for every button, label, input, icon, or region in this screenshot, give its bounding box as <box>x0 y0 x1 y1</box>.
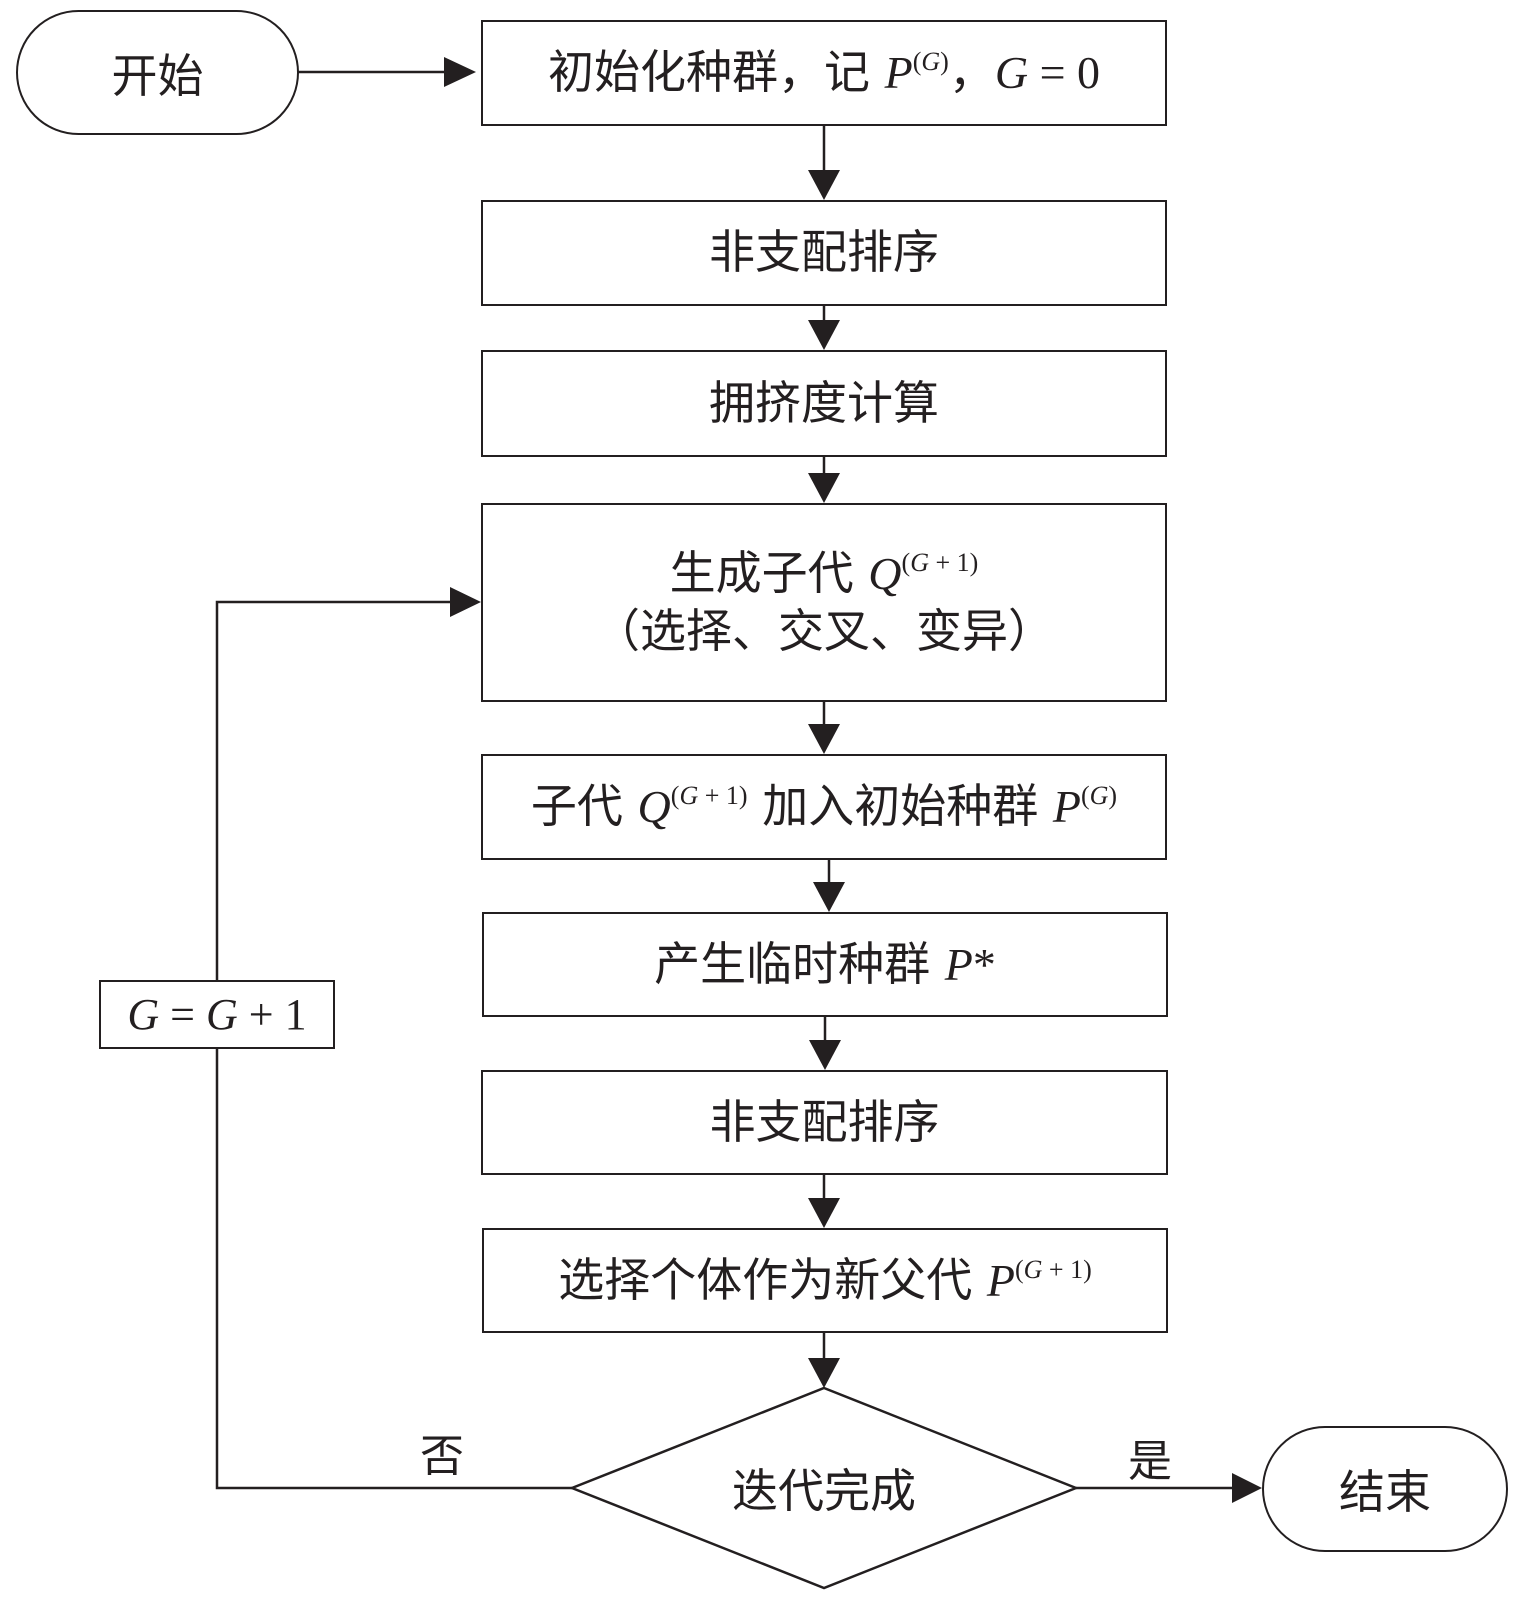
generate-offspring-line1: 生成子代 Q(G + 1) <box>669 546 979 600</box>
merge-offspring-box: 子代 Q(G + 1) 加入初始种群 P(G) <box>481 754 1167 860</box>
non-dominated-sort-label: 非支配排序 <box>709 225 939 280</box>
generate-offspring-box: 生成子代 Q(G + 1) （选择、交叉、变异） <box>481 503 1167 702</box>
init-population-box: 初始化种群，记 P(G)，G = 0 <box>481 20 1167 126</box>
decision-diamond <box>568 1386 1080 1590</box>
start-label: 开始 <box>111 48 204 103</box>
decision-label: 迭代完成 <box>732 1464 916 1518</box>
select-new-parents-box: 选择个体作为新父代 P(G + 1) <box>482 1228 1168 1333</box>
end-terminal: 结束 <box>1262 1426 1508 1552</box>
temp-population-box: 产生临时种群 P* <box>482 912 1168 1017</box>
start-terminal: 开始 <box>16 10 299 135</box>
select-new-parents-text: 选择个体作为新父代 P(G + 1) <box>558 1252 1092 1307</box>
counter-increment-text: G = G + 1 <box>127 990 307 1039</box>
non-dominated-sort-label-2: 非支配排序 <box>709 1094 940 1149</box>
non-dominated-sort-box: 非支配排序 <box>481 200 1167 306</box>
arrowhead-start <box>444 57 476 87</box>
non-dominated-sort-box-2: 非支配排序 <box>481 1070 1168 1175</box>
no-label: 否 <box>420 1431 464 1482</box>
yes-label: 是 <box>1128 1436 1172 1487</box>
crowding-distance-label: 拥挤度计算 <box>709 375 939 430</box>
loop-up-line <box>215 600 450 980</box>
end-label: 结束 <box>1339 1465 1431 1519</box>
init-population-text: 初始化种群，记 P(G)，G = 0 <box>547 45 1101 100</box>
loop-back-line <box>215 1049 572 1490</box>
merge-offspring-text: 子代 Q(G + 1) 加入初始种群 P(G) <box>530 779 1118 834</box>
generate-offspring-line2: （选择、交叉、变异） <box>594 603 1054 658</box>
counter-increment-box: G = G + 1 <box>99 980 335 1049</box>
crowding-distance-box: 拥挤度计算 <box>481 350 1167 457</box>
temp-population-text: 产生临时种群 P* <box>654 936 996 991</box>
